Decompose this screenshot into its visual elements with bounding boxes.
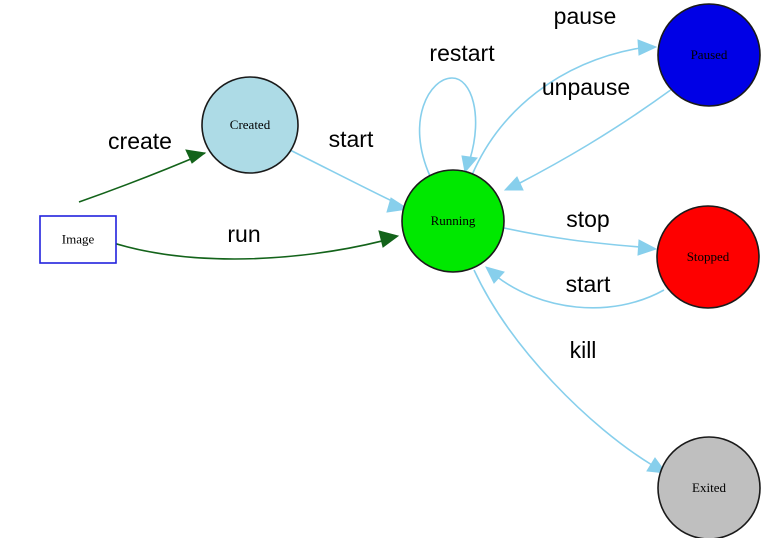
edge-label-restart: restart <box>429 40 495 66</box>
edge-path-start-created <box>289 149 397 204</box>
node-label-created: Created <box>230 117 271 132</box>
edge-labels-layer: create run start restart pause unpause stop sta… <box>108 3 630 363</box>
node-label-paused: Paused <box>691 47 728 62</box>
edge-kill[interactable] <box>473 269 668 474</box>
node-created[interactable]: Created <box>201 76 299 174</box>
node-image[interactable]: Image <box>39 215 117 264</box>
edge-label-start-created: start <box>329 126 374 152</box>
edge-path-pause <box>471 47 641 176</box>
node-shape-created <box>201 76 299 174</box>
arrowhead-icon-pause <box>637 39 658 56</box>
edge-restart[interactable] <box>418 77 478 177</box>
edge-label-stop: stop <box>566 206 609 232</box>
node-stopped[interactable]: Stopped <box>656 205 760 309</box>
edge-start-stopped[interactable] <box>485 266 665 309</box>
edge-pause[interactable] <box>471 39 658 176</box>
edge-unpause[interactable] <box>503 88 673 191</box>
edge-path-kill <box>473 269 653 466</box>
node-shape-running <box>401 169 505 273</box>
edge-path-stop <box>503 227 641 248</box>
edge-path-create <box>78 152 206 203</box>
node-paused[interactable]: Paused <box>657 3 761 107</box>
edge-label-run: run <box>227 221 260 247</box>
arrowhead-icon-unpause <box>503 176 524 191</box>
node-label-running: Running <box>431 213 476 228</box>
node-shape-stopped <box>656 205 760 309</box>
arrowhead-icon-create <box>185 149 207 164</box>
arrowhead-icon-stop <box>637 239 658 256</box>
edge-start-created[interactable] <box>289 149 410 213</box>
arrowhead-icon-run <box>378 230 400 248</box>
edge-path-start-stopped <box>495 275 665 309</box>
edge-path-restart <box>418 77 477 177</box>
edge-label-pause: pause <box>554 3 617 29</box>
edge-label-create: create <box>108 128 172 154</box>
node-shape-exited <box>657 436 761 538</box>
edge-path-unpause <box>517 88 673 185</box>
edge-label-unpause: unpause <box>542 74 630 100</box>
node-exited[interactable]: Exited <box>657 436 761 538</box>
edge-stop[interactable] <box>503 227 658 256</box>
arrowhead-icon-restart <box>461 155 478 174</box>
node-label-exited: Exited <box>692 480 726 495</box>
arrowhead-icon-start-stopped <box>485 266 505 284</box>
node-label-stopped: Stopped <box>687 249 730 264</box>
edge-create[interactable] <box>78 149 207 203</box>
node-label-image: Image <box>62 231 95 246</box>
node-shape-image <box>39 215 117 264</box>
node-shape-paused <box>657 3 761 107</box>
edge-label-kill: kill <box>570 337 597 363</box>
edge-label-start-stopped: start <box>566 271 611 297</box>
edges-layer <box>78 39 673 474</box>
node-running[interactable]: Running <box>401 169 505 273</box>
